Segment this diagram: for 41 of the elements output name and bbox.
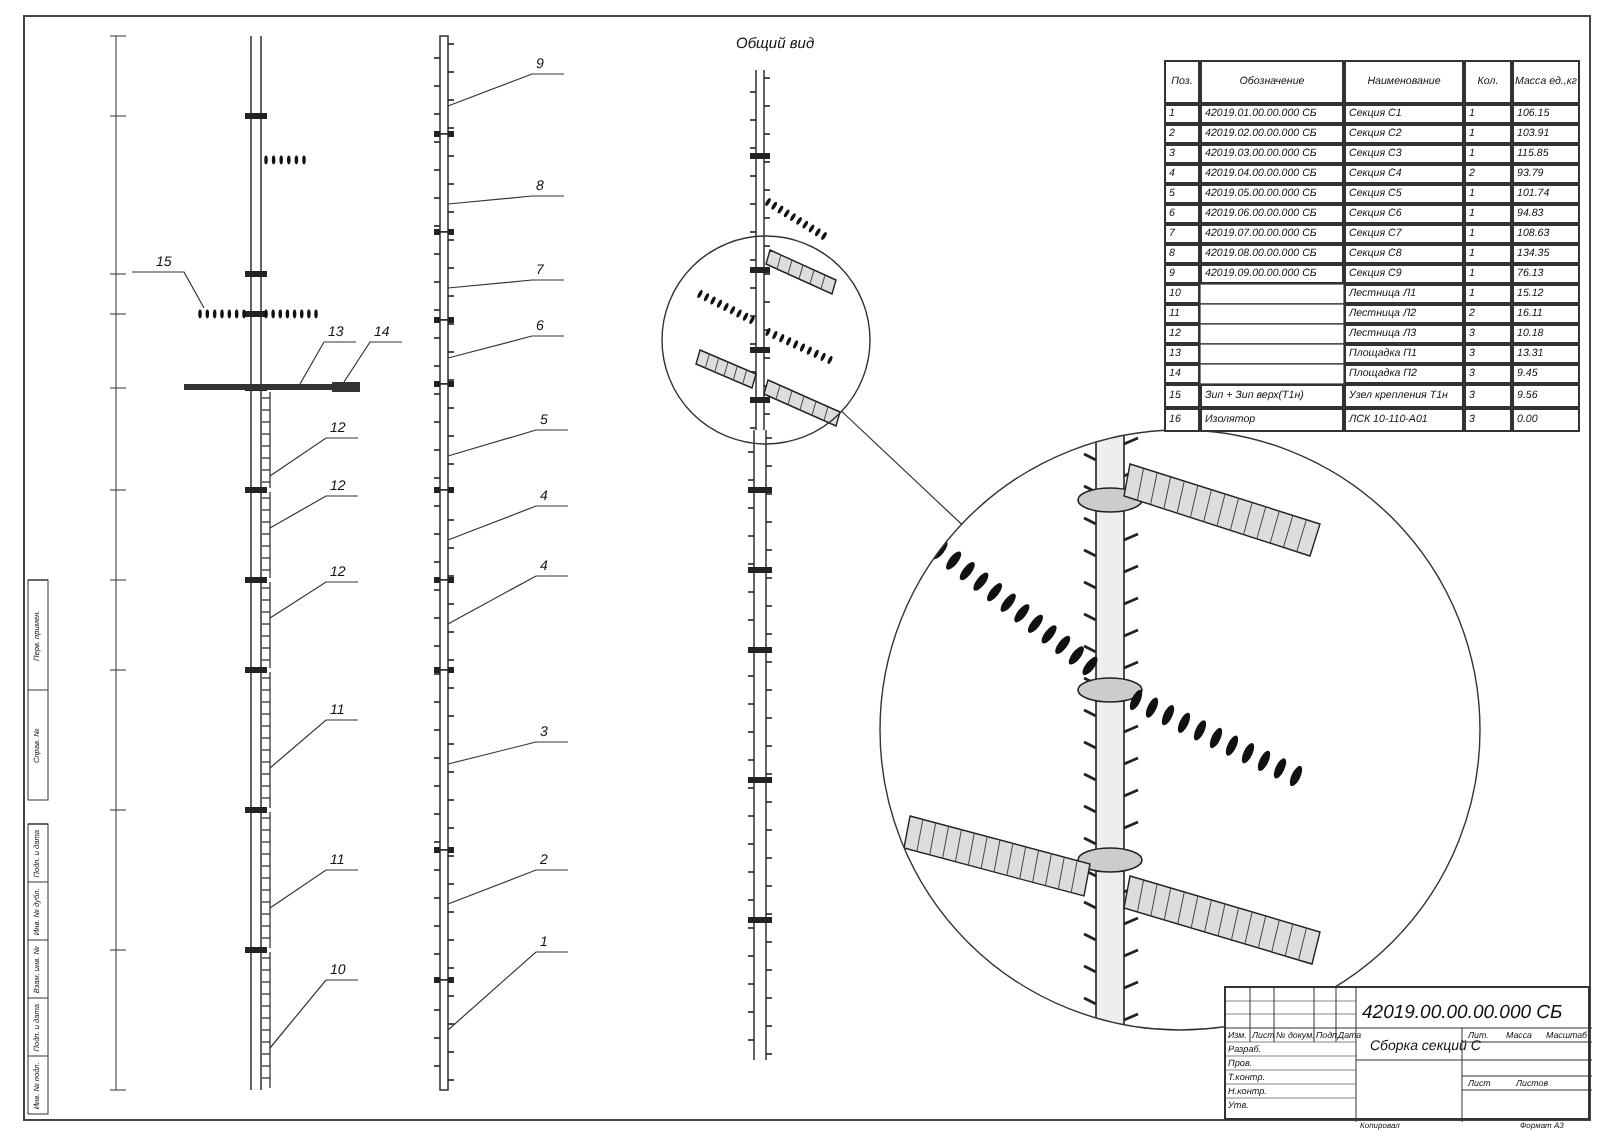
leader-line [447,335,565,359]
leader-line [343,341,403,383]
leader-line [269,437,359,477]
leader-line [269,719,359,769]
insulator-drawing [198,309,246,319]
platform-drawing [184,384,332,390]
leader-line [269,869,359,909]
ladder-drawing [261,811,271,949]
tower-section [439,489,449,581]
leader-line [447,951,569,1031]
tower-section [439,231,449,321]
leader-line [269,581,359,619]
leader-line [447,869,569,905]
ladder-drawing [261,581,271,669]
tower-section [439,35,449,135]
leader-line [299,341,357,385]
leader-line [447,73,565,107]
tower-section [439,133,449,233]
title-block-text: 42019.00.00.00.000 СБ [1362,1004,1563,1023]
tower-section [439,383,449,491]
tower-section [439,979,449,1091]
tower-section [439,669,449,851]
tower-section [439,849,449,981]
ladder-drawing [261,951,271,1089]
ladder-drawing [261,391,271,489]
leader-line [131,271,205,309]
ladder-drawing [261,491,271,579]
leader-line [447,279,565,289]
tower-section [439,579,449,671]
leader-line [447,505,569,541]
leader-line [447,741,569,765]
leader-line [447,195,565,205]
detail-connector-line [841,410,963,525]
platform-drawing [332,382,360,392]
tower-section [439,319,449,385]
leader-line [447,575,569,625]
detail-circle [661,235,871,445]
leader-line [447,429,569,457]
leader-line [269,495,359,529]
ladder-drawing [261,671,271,809]
leader-line [269,979,359,1049]
